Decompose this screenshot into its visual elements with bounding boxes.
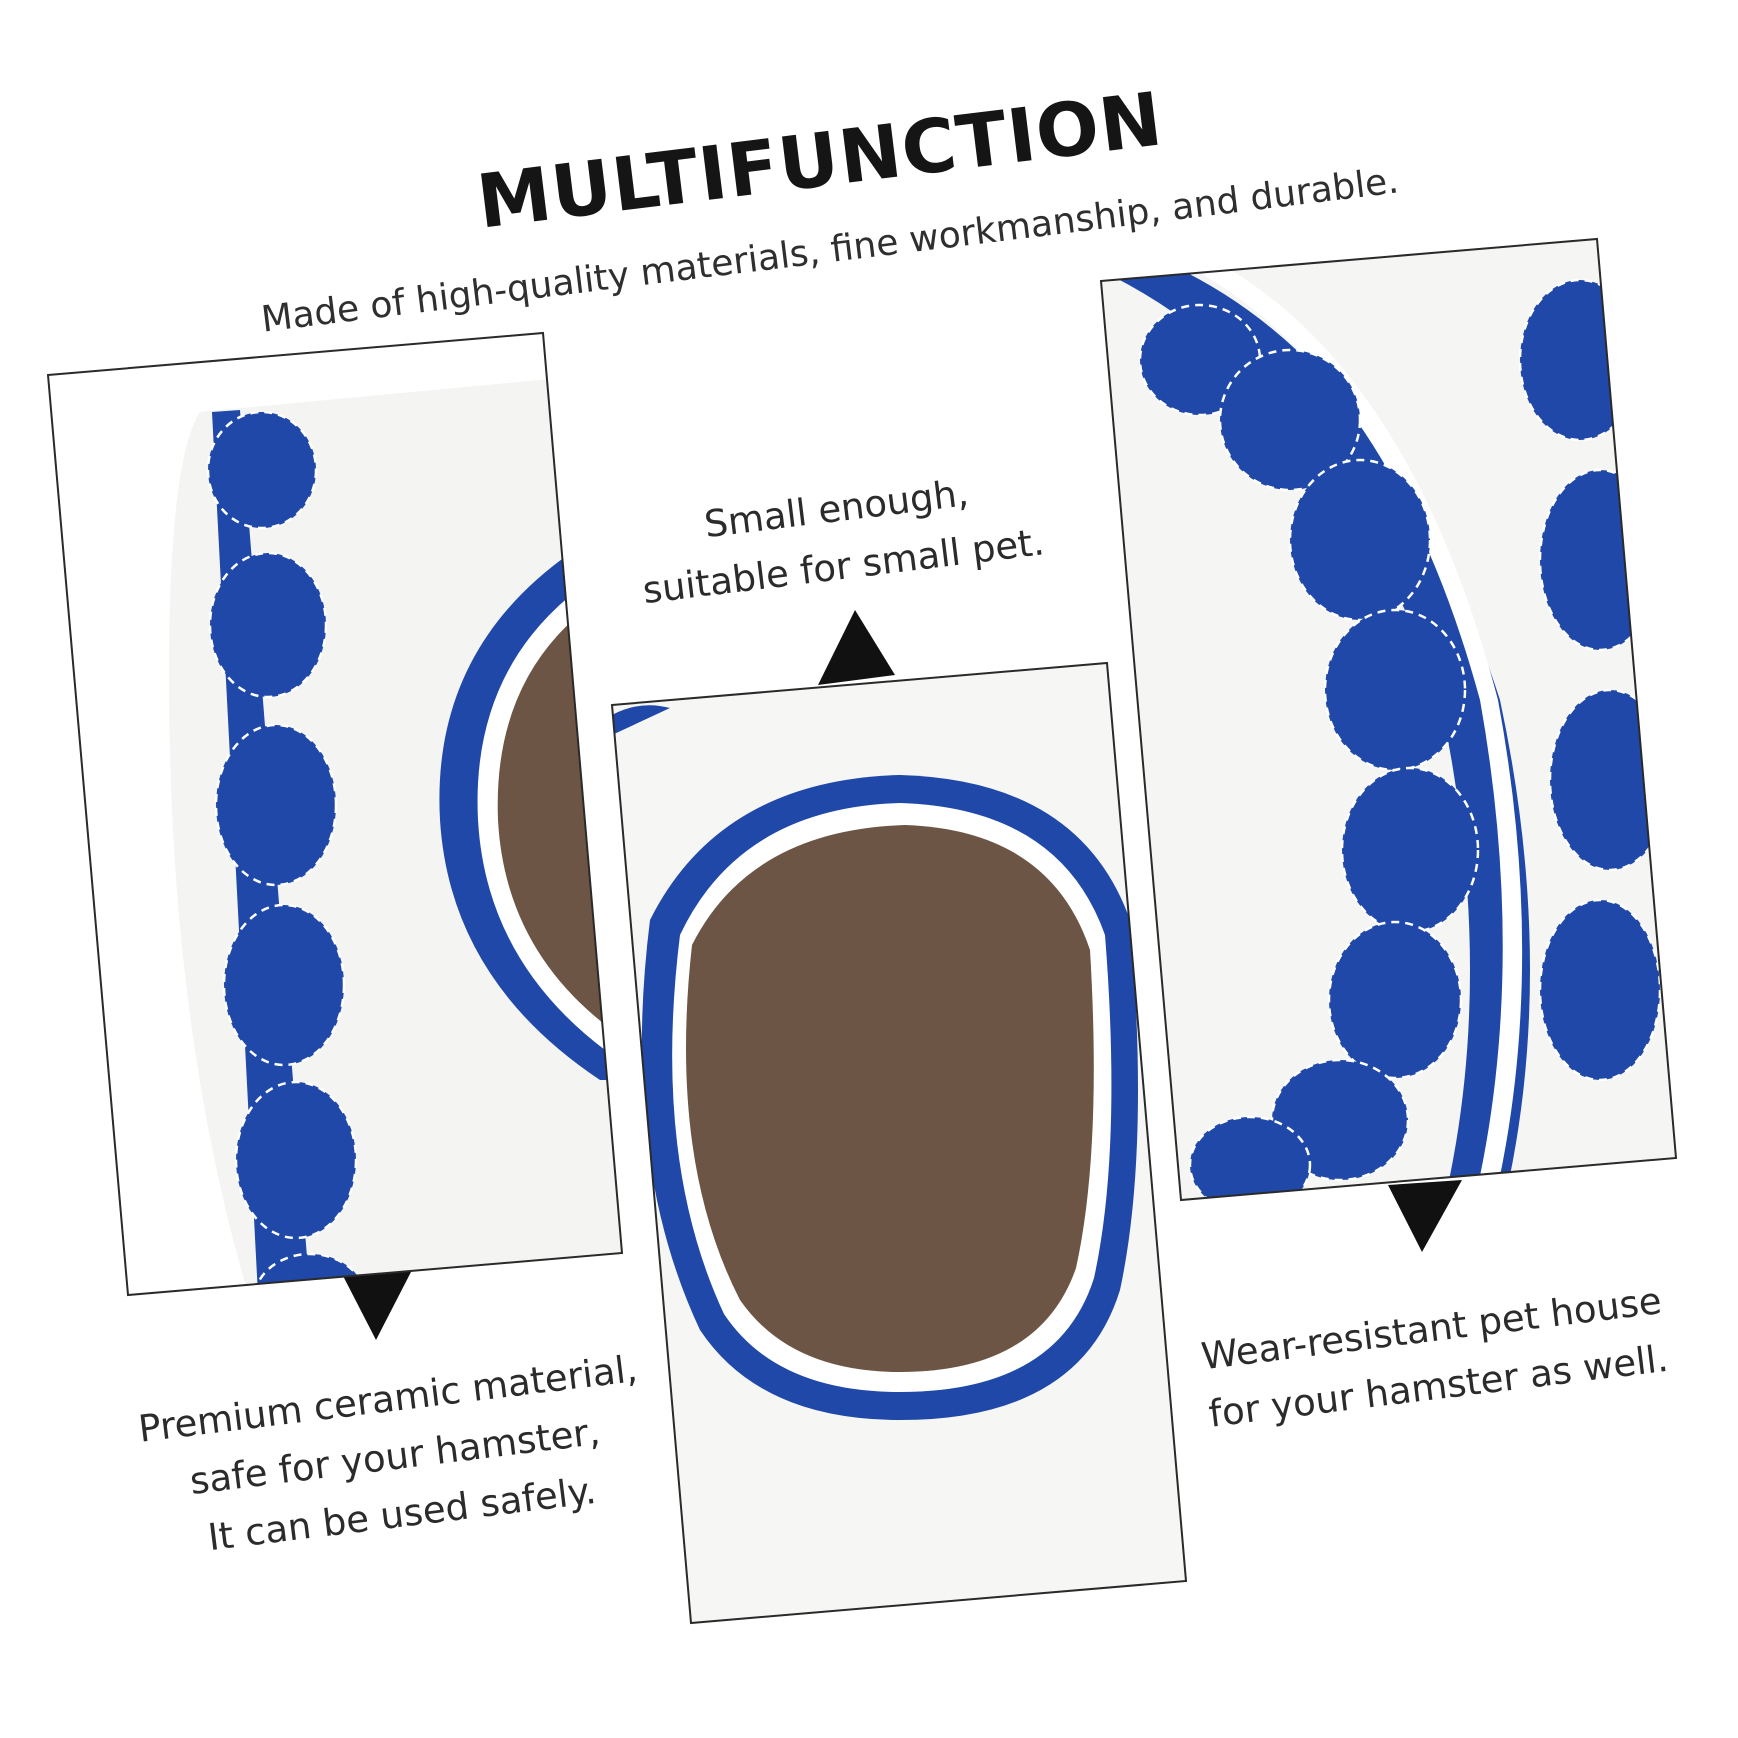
pointer-arrow-center [818,610,895,685]
pointer-arrow-right [1388,1180,1462,1252]
detail-photo-outer-wall [1099,237,1678,1202]
detail-photo-rim [46,331,624,1297]
pointer-arrow-left [340,1270,412,1340]
detail-photo-interior [610,661,1188,1625]
